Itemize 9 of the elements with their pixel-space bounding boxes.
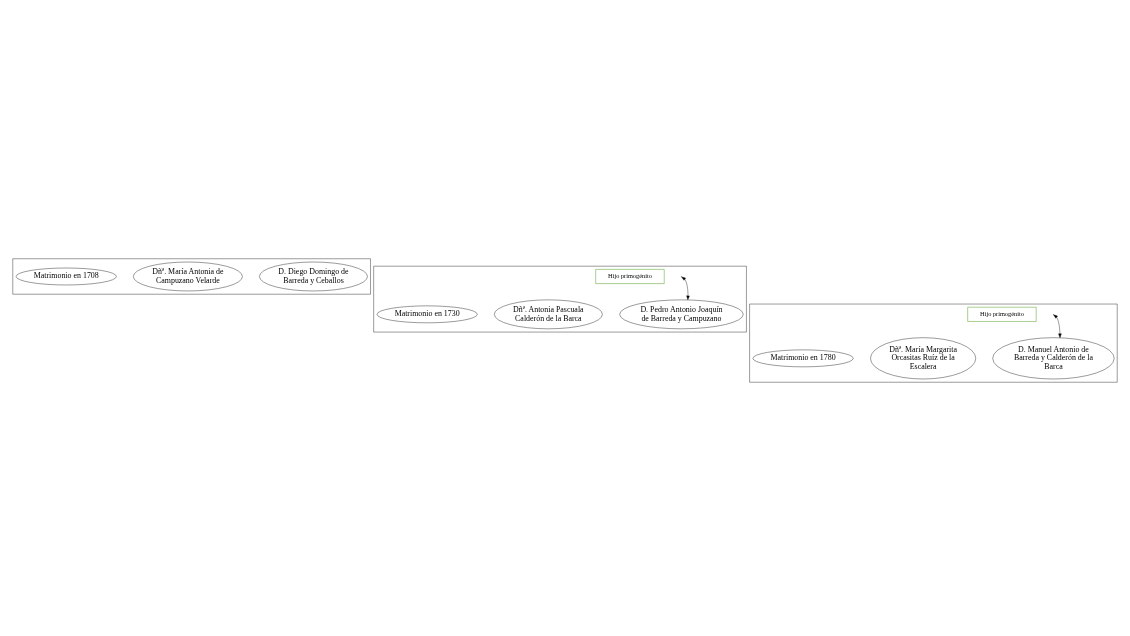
node-ellipse: Matrimonio en 1730 [376,305,478,323]
node-ellipse: Dñª. Antonia Pascuala Calderón de la Barca [494,299,603,329]
node-ellipse: D. Manuel Antonio de Barreda y Calderón de la Barca [992,337,1115,379]
node-ellipse: Dñª. María Antonia de Campuzano Velarde [133,261,243,291]
node-ellipse: Matrimonio en 1780 [752,349,854,367]
node-ellipse: Dñª. María Margarita Orcasitas Ruíz de la Escalera [870,337,976,379]
node-ellipse: Matrimonio en 1708 [15,267,117,285]
node-ellipse: D. Pedro Antonio Joaquín de Barreda y Campuzano [619,299,744,329]
node-ellipse: D. Diego Domingo de Barreda y Ceballos [259,261,368,291]
